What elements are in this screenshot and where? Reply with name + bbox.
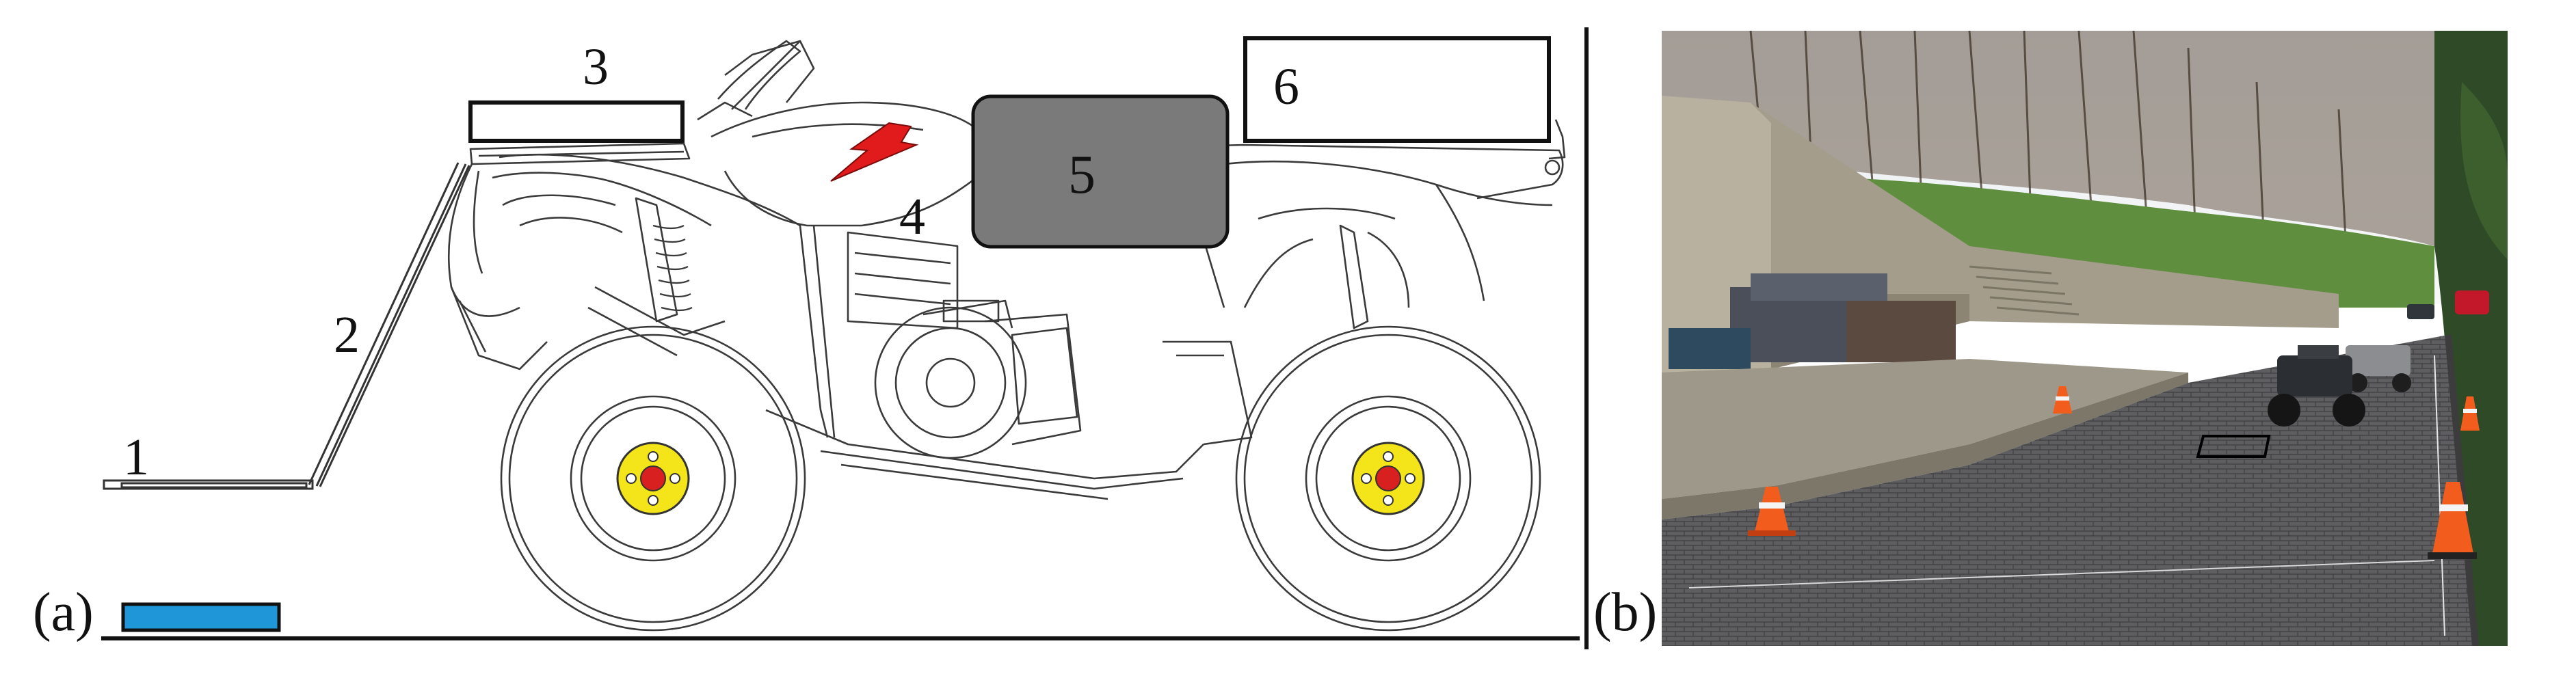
callout-5: 5 [1068,145,1096,205]
lightning-icon [830,122,919,182]
component-6-box [1243,36,1551,143]
traffic-cone [2053,386,2072,414]
ground-sensor-bar [121,602,281,632]
rear-hub [1351,442,1425,515]
atv-photo [2268,345,2411,427]
callout-6: 6 [1273,58,1299,116]
panel-a: 1 2 3 4 5 6 (a) [33,27,1589,649]
traffic-cone [1748,487,1796,536]
test-site-photo [1662,31,2508,646]
component-5-box [971,94,1230,249]
component-3-box [468,100,685,143]
callout-2: 2 [334,306,360,364]
callout-4: 4 [899,188,925,245]
panel-b: (b) [1593,31,2508,646]
callout-3: 3 [583,38,609,96]
component-2-rod [308,162,470,487]
panel-a-tag: (a) [33,582,94,643]
component-1-plate [103,479,314,490]
panel-b-tag: (b) [1593,582,1657,643]
callout-1: 1 [123,429,149,486]
traffic-cone [2460,396,2480,431]
traffic-cone [2428,482,2477,559]
front-hub [616,442,690,515]
